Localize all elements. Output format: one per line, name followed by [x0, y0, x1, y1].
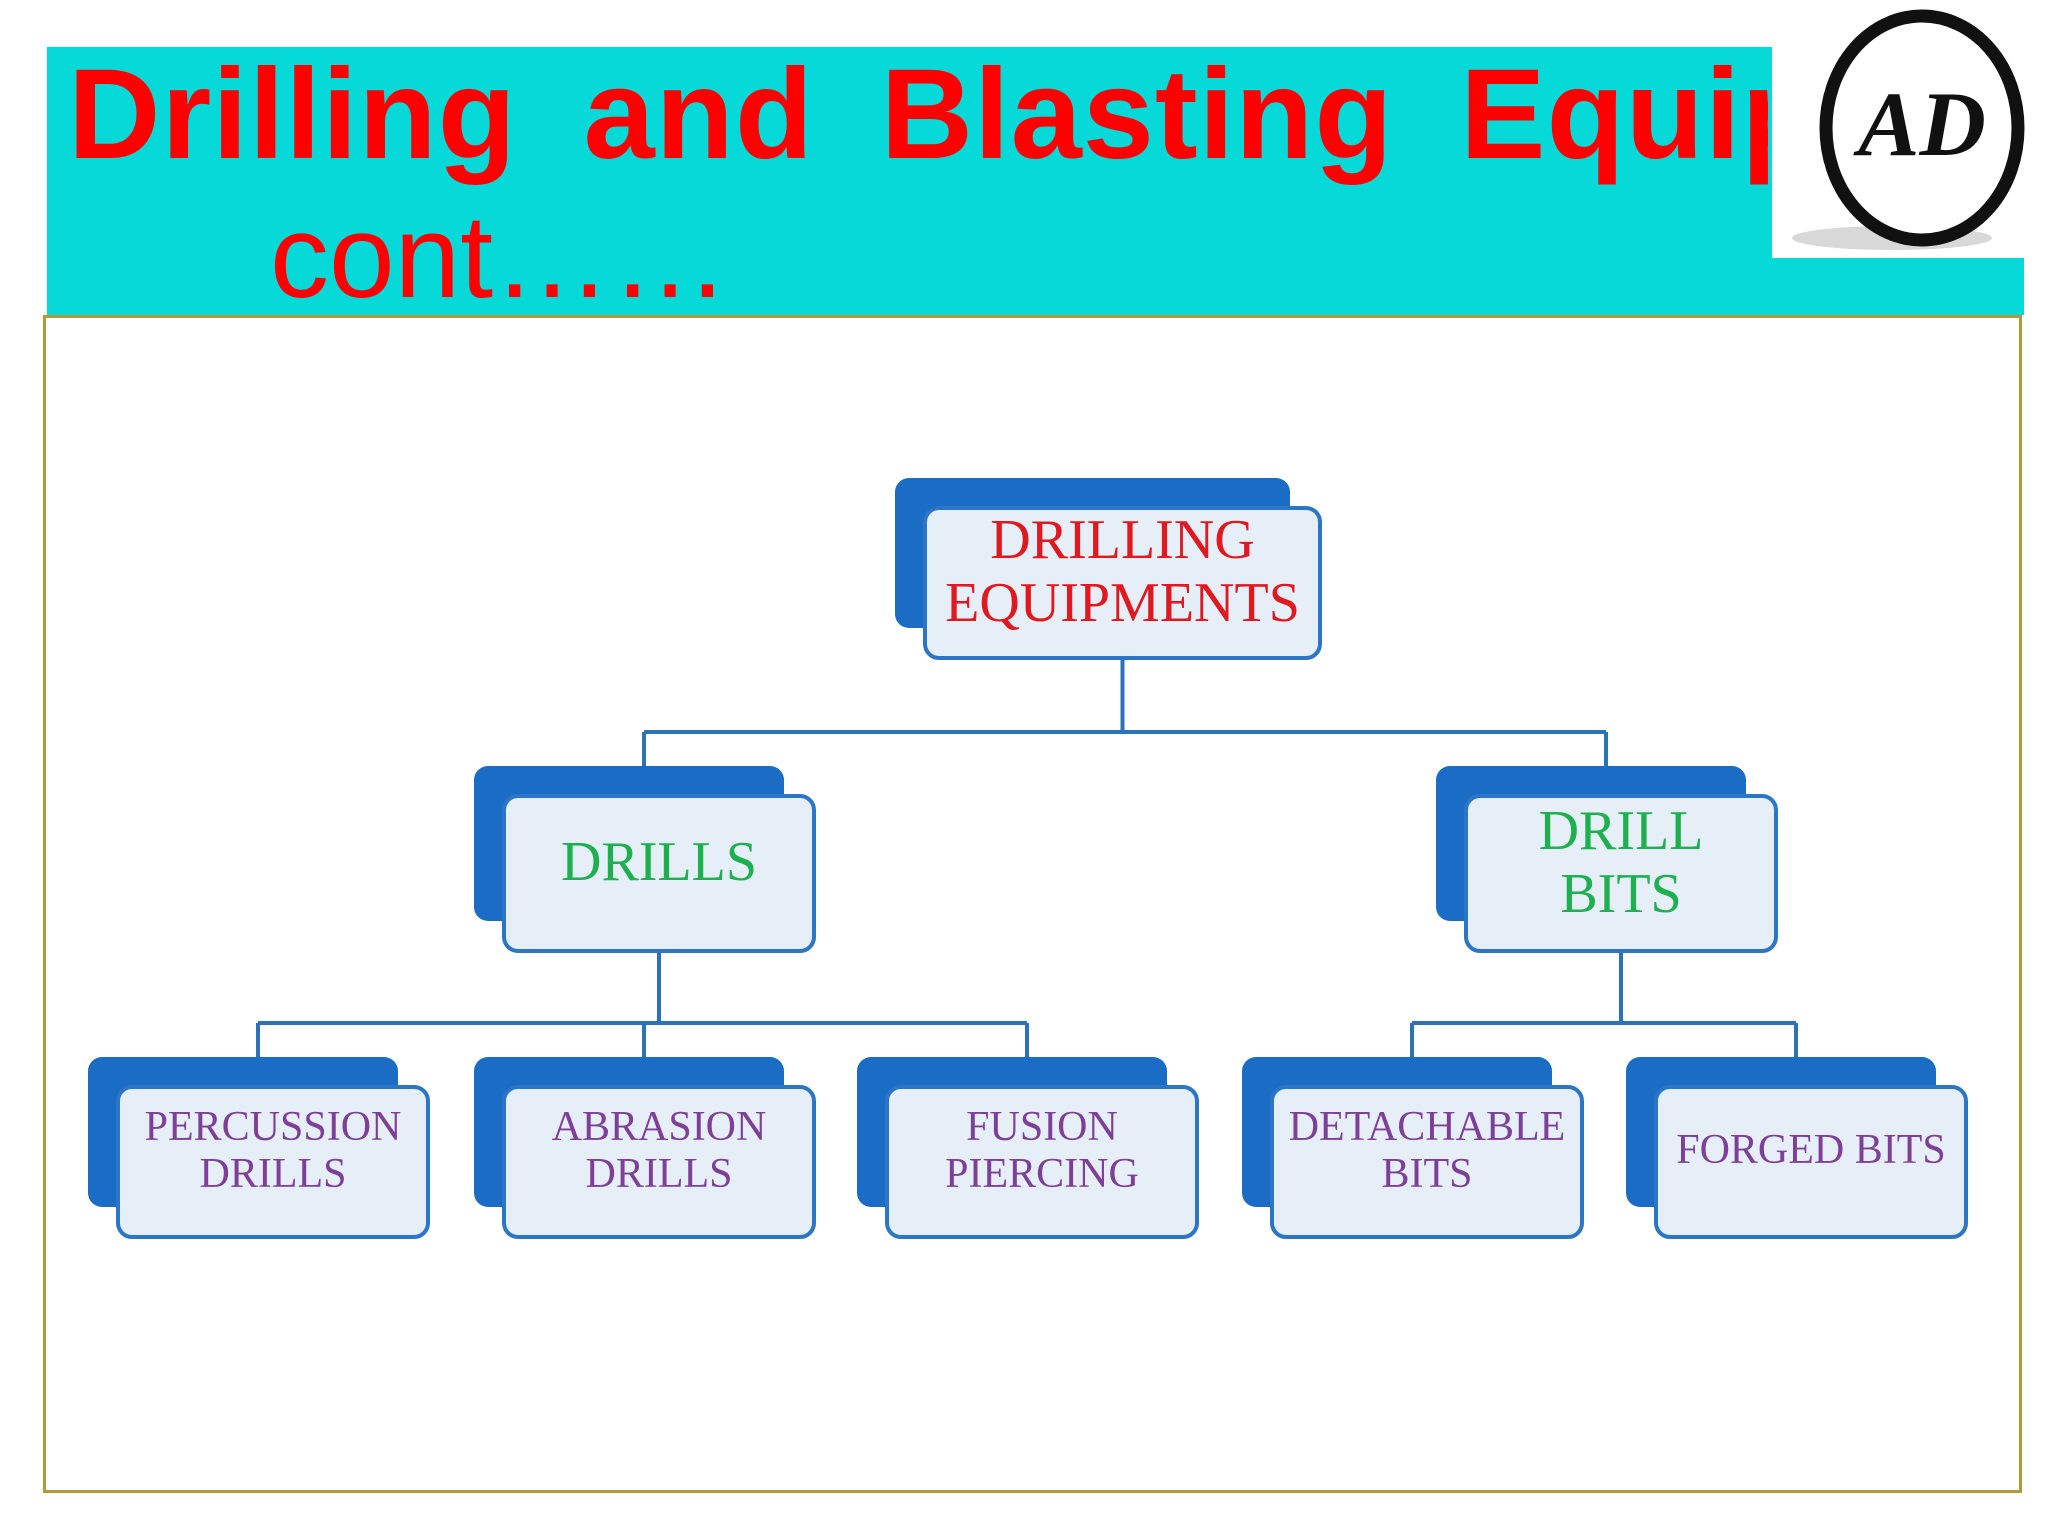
node-fusion-piercing-label: FUSION PIERCING	[945, 1103, 1139, 1197]
slide-subtitle: cont……	[270, 191, 730, 323]
node-detachable-bits-label: DETACHABLE BITS	[1288, 1103, 1566, 1197]
node-drill-bits-label: DRILL BITS	[1538, 799, 1704, 925]
box-front-abrasion	[502, 1085, 816, 1239]
node-abrasion-drills-label: ABRASION DRILLS	[551, 1103, 767, 1197]
box-front-percussion	[116, 1085, 430, 1239]
slide-title: Drilling and Blasting Equipments	[68, 43, 1768, 186]
box-front-drills	[502, 794, 816, 953]
ad-logo-icon: AD	[1792, 9, 2025, 250]
box-front-forged	[1654, 1085, 1968, 1239]
logo-text: AD	[1853, 73, 1986, 175]
node-drilling-equipments-label: DRILLING EQUIPMENTS	[945, 509, 1300, 634]
box-front-detachable	[1270, 1085, 1584, 1239]
box-front-fusion	[885, 1085, 1199, 1239]
title-band	[47, 47, 2024, 315]
node-forged-bits-label: FORGED BITS	[1676, 1127, 1946, 1174]
boxes	[88, 478, 1968, 1239]
box-front-root	[923, 506, 1322, 660]
connectors	[256, 658, 1798, 1057]
node-drills-label: DRILLS	[561, 831, 757, 894]
logo: AD	[1772, 0, 2030, 258]
box-front-drill_bits	[1464, 794, 1778, 953]
node-percussion-drills-label: PERCUSSION DRILLS	[144, 1103, 402, 1197]
